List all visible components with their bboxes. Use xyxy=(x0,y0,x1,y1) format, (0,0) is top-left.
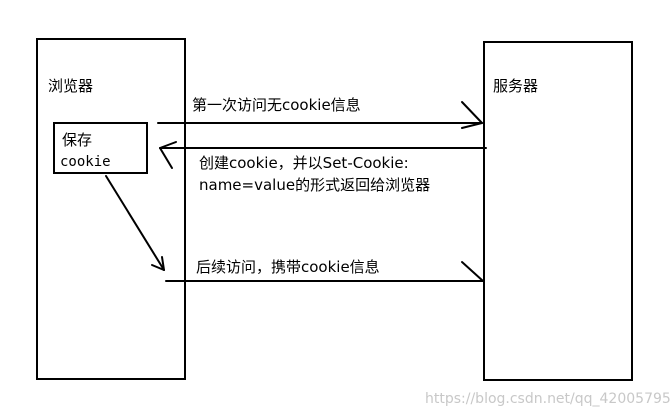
save-cookie-label-line2: cookie xyxy=(60,154,111,170)
server-label: 服务器 xyxy=(493,77,539,95)
follow-up-label: 后续访问，携带cookie信息 xyxy=(196,258,380,276)
set-cookie-arrow xyxy=(159,141,487,169)
first-visit-label: 第一次访问无cookie信息 xyxy=(192,96,361,114)
browser-label: 浏览器 xyxy=(48,77,94,95)
follow-up-arrow xyxy=(165,261,484,282)
save-cookie-label-line1: 保存 xyxy=(62,131,93,149)
set-cookie-label-line2: name=value的形式返回给浏览器 xyxy=(199,176,431,194)
save-to-request-arrow xyxy=(105,175,165,271)
browser-box xyxy=(36,38,186,380)
save-cookie-box xyxy=(53,122,148,174)
watermark: https://blog.csdn.net/qq_42005795 xyxy=(425,391,671,407)
server-box xyxy=(483,41,633,381)
first-visit-arrow xyxy=(157,101,483,129)
set-cookie-label-line1: 创建cookie，并以Set-Cookie: xyxy=(199,154,409,172)
